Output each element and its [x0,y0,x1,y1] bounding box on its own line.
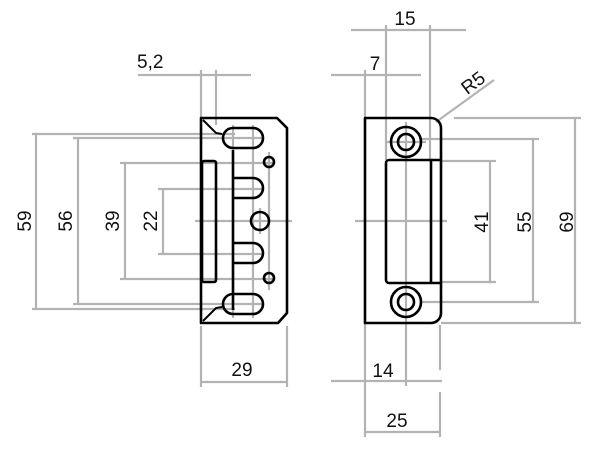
screw-hole [249,210,271,232]
dim-7: 7 [370,54,381,75]
dim-15: 15 [394,9,415,30]
dim-39: 39 [103,210,124,231]
hinge-plate [199,116,289,325]
dim-14: 14 [372,361,394,382]
strike-plate [363,116,443,325]
slot [233,241,265,265]
dim-59: 59 [15,210,36,231]
slot [233,176,265,200]
dim-29: 29 [231,360,252,381]
dim-r5: R5 [458,68,490,99]
countersunk-hole [389,125,423,159]
slot [221,126,265,150]
countersunk-hole [396,292,416,312]
slot [221,292,265,316]
dim-5-2: 5,2 [137,52,163,73]
dim-69: 69 [557,211,578,232]
countersunk-hole [396,132,416,152]
countersunk-hole [389,285,423,319]
dim-56: 56 [56,210,77,231]
dim-22: 22 [141,210,162,231]
dim-55: 55 [515,211,536,232]
screw-hole [262,155,276,169]
screw-hole [262,271,276,285]
dimension-labels: 5,2 59 56 39 22 29 15 7 R5 41 55 69 14 2… [15,9,578,432]
dim-25: 25 [386,411,407,432]
dim-41: 41 [472,211,493,232]
